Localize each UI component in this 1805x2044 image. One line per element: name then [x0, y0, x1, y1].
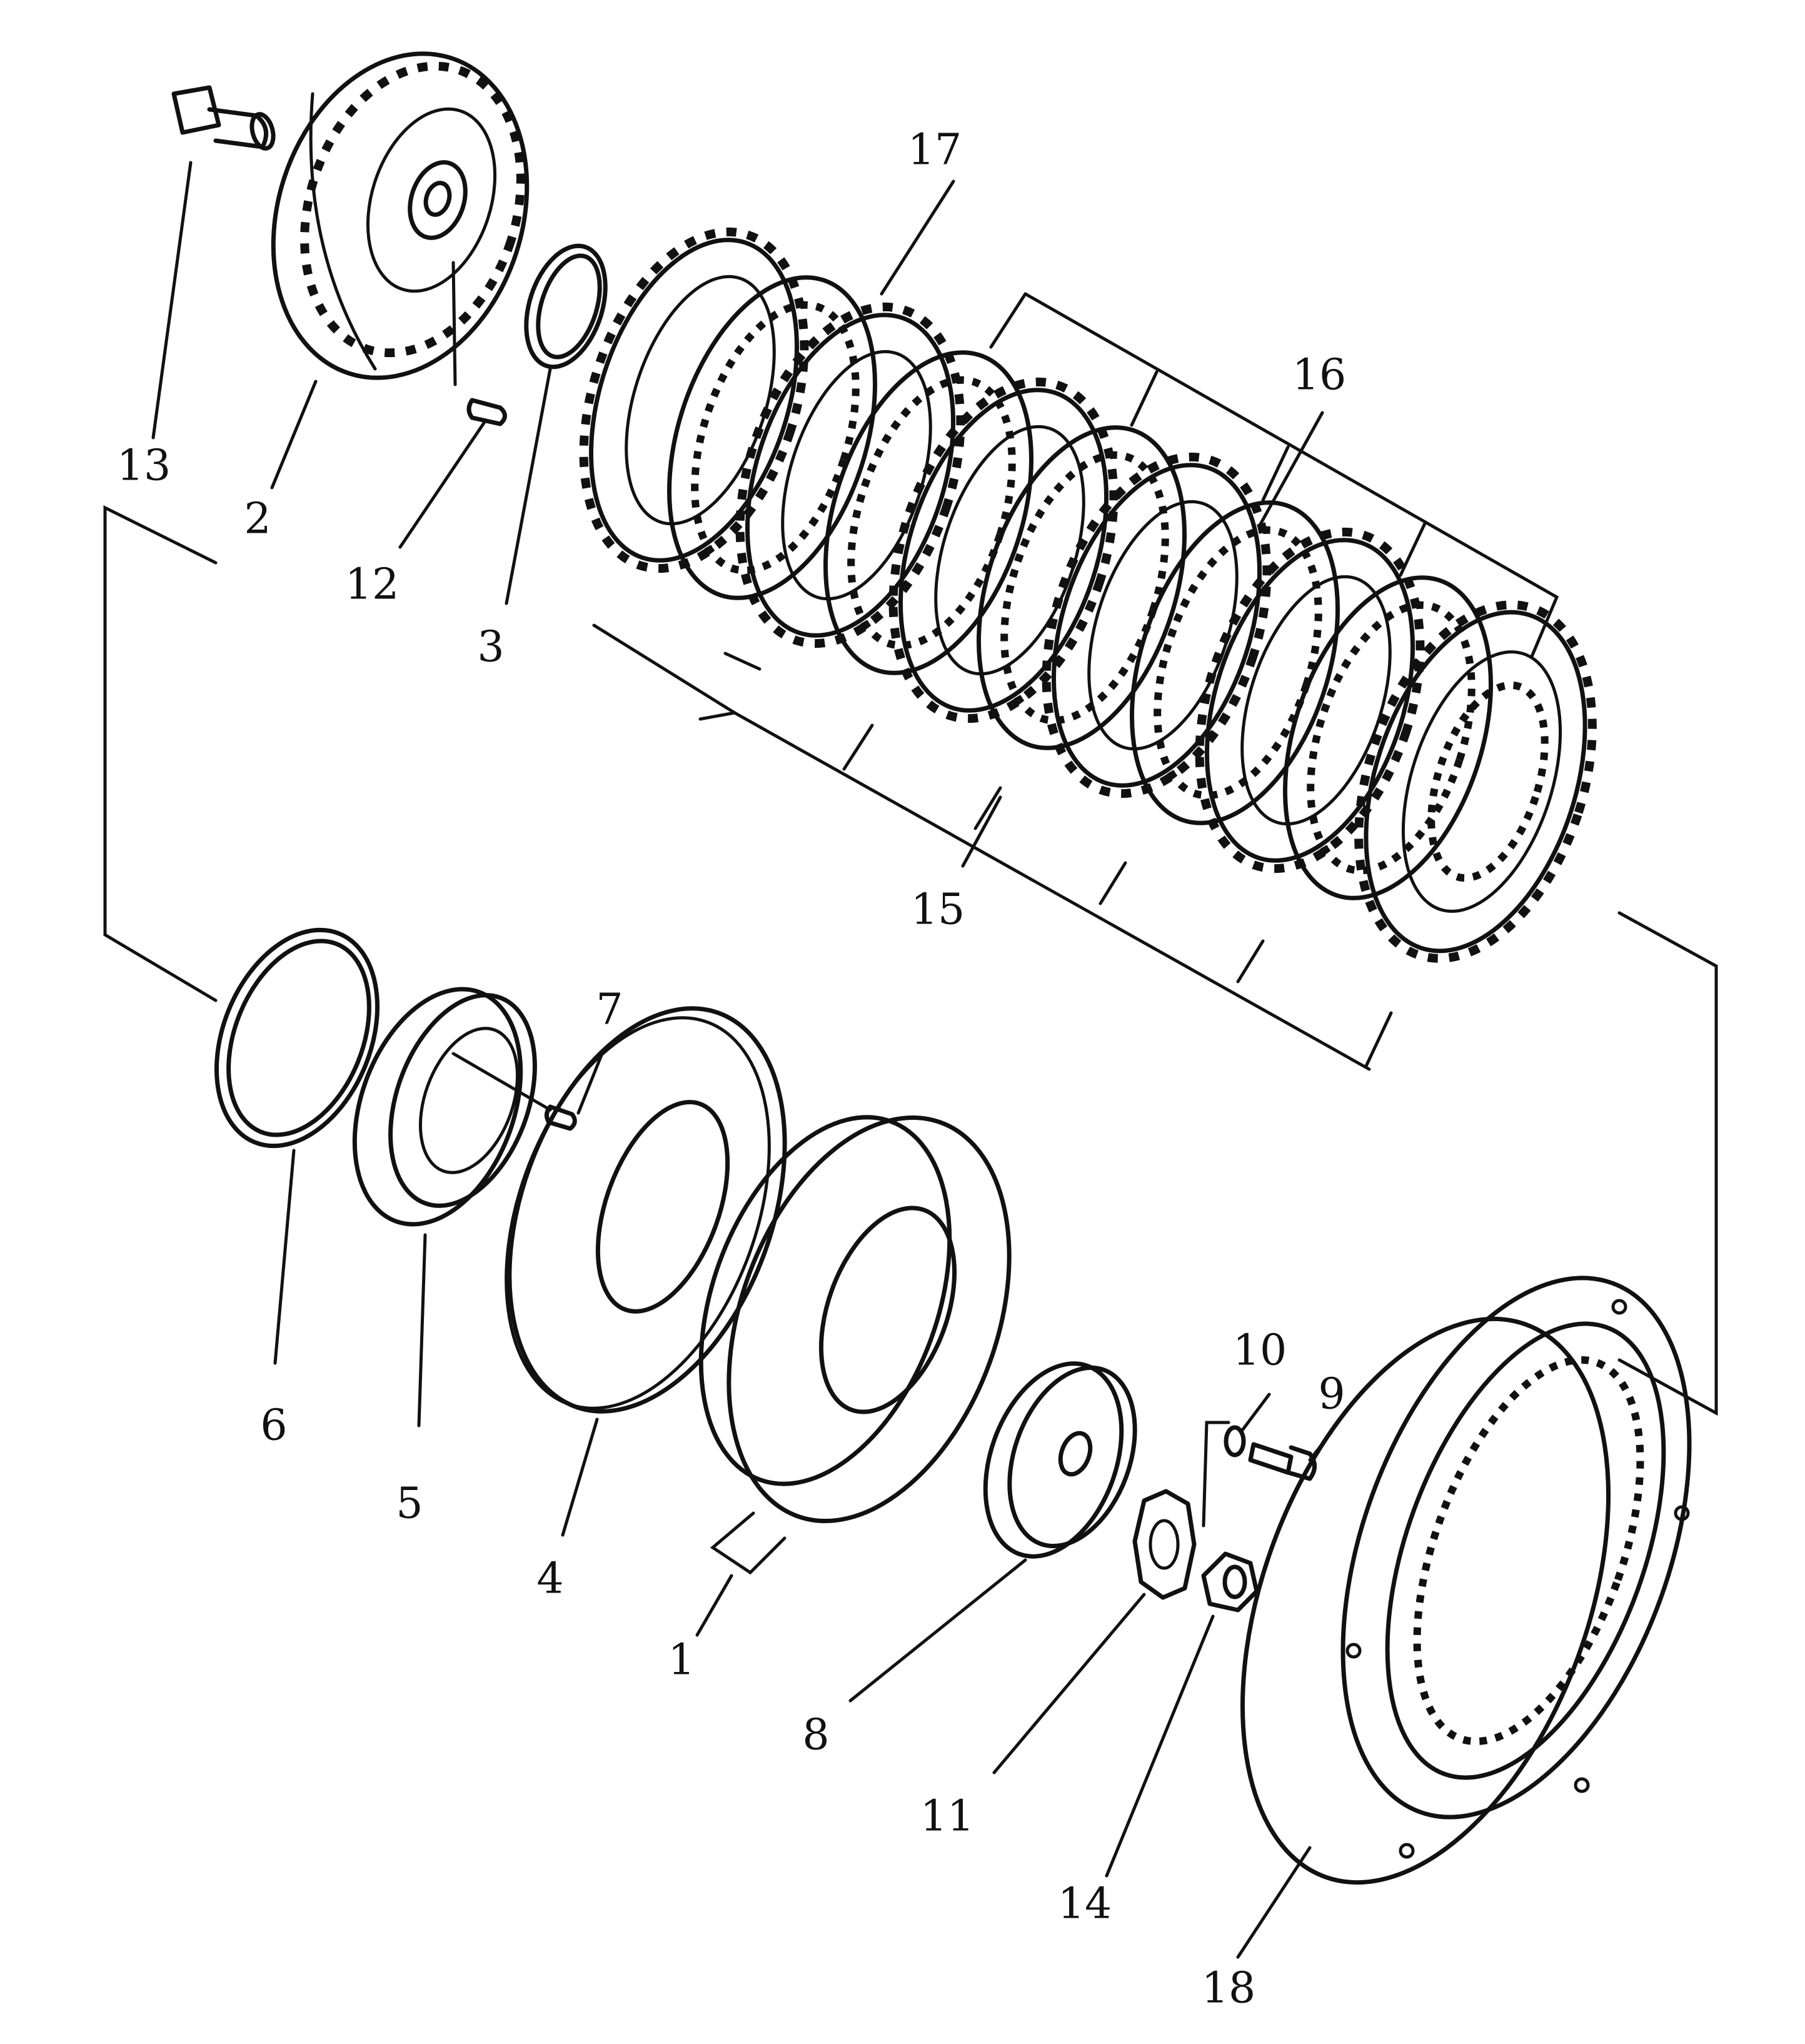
- part-snap-ring-6: [214, 927, 380, 1149]
- part-nut-14: [1201, 1551, 1259, 1613]
- assembly-brackets: [103, 505, 1718, 1416]
- plate-separator-3: [888, 377, 1119, 723]
- callout-14: 14: [1058, 1880, 1112, 1929]
- callout-13: 13: [117, 441, 171, 491]
- part-hub-8: [983, 1361, 1137, 1559]
- part-lock-plate-11: [1132, 1489, 1197, 1600]
- part-pin-12: [466, 398, 507, 426]
- part-bolt-13: [171, 85, 276, 151]
- callout-8: 8: [802, 1711, 829, 1760]
- callout-6: 6: [260, 1401, 287, 1451]
- part-pin-7: [451, 1052, 577, 1131]
- callout-9: 9: [1318, 1370, 1345, 1419]
- part-drum-18: [1240, 1276, 1692, 1885]
- callout-4: 4: [536, 1554, 563, 1604]
- callout-12: 12: [345, 560, 400, 610]
- leader-lines: [151, 161, 1334, 1959]
- plate-separator-2: [735, 302, 965, 648]
- part-piston-5: [352, 987, 537, 1227]
- callout-16: 16: [1292, 351, 1347, 400]
- part-bolt-9: [1248, 1442, 1317, 1481]
- plate-friction-3: [977, 425, 1187, 750]
- plate-separator-5: [1195, 527, 1425, 873]
- plate-friction-2: [823, 350, 1033, 675]
- callout-1: 1: [668, 1636, 695, 1685]
- plate-separator-1: [579, 227, 809, 573]
- plate-friction-4: [1130, 500, 1340, 825]
- clutch-plate-stack: [579, 227, 1597, 1071]
- callout-3: 3: [477, 623, 504, 672]
- plate-separator-4: [1042, 452, 1272, 798]
- callout-10: 10: [1233, 1326, 1287, 1376]
- plate-friction-5: [1283, 575, 1493, 900]
- part-piston-1: [698, 1115, 1012, 1575]
- plate-friction-1: [667, 275, 877, 600]
- part-washer-10: [1202, 1421, 1246, 1528]
- part-gear-hub-2: [271, 51, 530, 380]
- part-disc-4: [505, 1006, 787, 1414]
- callout-17: 17: [908, 126, 962, 175]
- callout-2: 2: [244, 495, 271, 544]
- callout-11: 11: [920, 1792, 975, 1841]
- callout-15: 15: [911, 885, 965, 935]
- callout-18: 18: [1202, 1964, 1256, 2013]
- callout-labels: 13 2 12 3 17 16 15 7 6 5 4 1 8 10 9 11 1…: [117, 126, 1347, 2013]
- callout-7: 7: [596, 985, 623, 1035]
- callout-5: 5: [396, 1479, 423, 1529]
- part-ring-3: [524, 243, 608, 370]
